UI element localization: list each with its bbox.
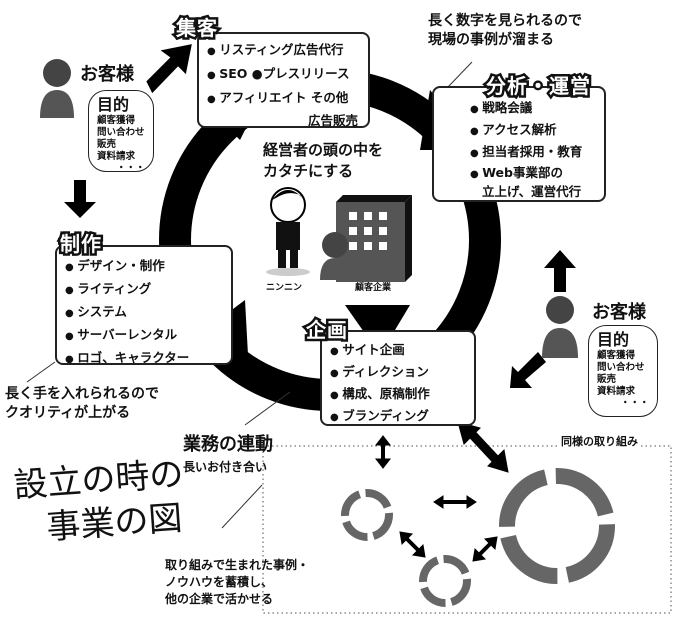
note-line: 他の企業で活かせる (165, 592, 274, 606)
seisaku-title: 制作 (58, 230, 104, 259)
small-cycle-icon (341, 489, 393, 541)
list-item: Web事業部の (470, 164, 604, 184)
leader-line (244, 391, 291, 426)
client-company-building-icon (320, 195, 412, 282)
kikaku-title: 企画 (304, 316, 350, 345)
list-item: ロゴ、キャラクター (65, 347, 231, 370)
seisaku-box: デザイン・制作 ライティング システム サーバーレンタル ロゴ、キャラクター (55, 245, 233, 365)
bunseki-box: 戦略会議 アクセス解析 担当者採用・教育 Web事業部の 立上げ、運営代行 (432, 86, 606, 202)
production-note: 長く手を入れられるので クオリティが上がる (5, 385, 159, 423)
leader-line (26, 361, 56, 383)
note-line: 取り組みで生まれた事例・ (165, 558, 310, 572)
bubble-title: 目的 (97, 95, 130, 114)
bubble-title: 目的 (597, 330, 630, 349)
list-item-continuation: 広告販売 (307, 113, 358, 128)
arrow-customer-to-seisaku (64, 180, 96, 218)
note-line: 長く手を入れられるので (5, 386, 159, 402)
handwritten-caption: 設立の時の 事業の図 (12, 452, 188, 552)
list-item: ライティング (65, 278, 231, 301)
bubble-item: 問い合わせ (97, 127, 145, 138)
list-item: デザイン・制作 (65, 255, 231, 278)
company-label: 顧客企業 (355, 283, 392, 293)
shukyaku-box: リスティング広告代行 SEO ●プレスリリース アフィリエイト その他 広告販売 (197, 32, 370, 128)
note-line: ノウハウを蓄積し、 (165, 575, 274, 589)
bunseki-title: 分析・運営 (484, 72, 593, 101)
center-message-line: 経営者の頭の中を (263, 141, 384, 159)
list-item: SEO ●プレスリリース (207, 63, 368, 87)
similar-efforts-label: 同様の取り組み (558, 433, 641, 449)
list-item: アフィリエイト その他 (207, 87, 368, 111)
bubble-item: 資料請求 (597, 386, 636, 397)
note-line: 長く数字を見られるので (428, 13, 582, 29)
list-item: サイト企画 (330, 340, 474, 362)
character-label: ニンニン (266, 283, 303, 293)
bubble-item: 顧客獲得 (597, 350, 636, 361)
customer-person-icon-right (542, 296, 578, 358)
bubble-item: 問い合わせ (597, 362, 645, 373)
shukyaku-title: 集客 (174, 14, 220, 43)
kikaku-box: サイト企画 ディレクション 構成、原稿制作 ブランディング (320, 330, 476, 426)
leader-line (221, 484, 263, 529)
ninnin-character-icon (266, 187, 310, 276)
arrow-customer-to-kikaku (510, 352, 546, 388)
list-item: 構成、原稿制作 (330, 384, 474, 406)
arrow-customer-to-bunseki (544, 250, 576, 292)
customer-person-icon (40, 59, 74, 118)
bubble-item: 販売 (597, 374, 617, 385)
leader-line (446, 61, 473, 89)
note-line: 現場の事例が溜まる (428, 32, 554, 48)
note-line: クオリティが上がる (5, 405, 131, 421)
purpose-bubble: 目的 顧客獲得 問い合わせ 販売 資料請求 ・・・ (88, 90, 154, 174)
list-item: 戦略会議 (470, 98, 604, 120)
list-item: 担当者採用・教育 (470, 142, 604, 164)
list-item-continuation: 立上げ、運営代行 (482, 184, 582, 199)
arrow-customer-to-shukyaku (146, 44, 192, 94)
center-message: 経営者の頭の中を カタチにする (263, 140, 383, 182)
analysis-note: 長く数字を見られるので 現場の事例が溜まる (428, 12, 582, 50)
purpose-bubble-right: 目的 顧客獲得 問い合わせ 販売 資料請求 ・・・ (588, 325, 658, 417)
bubble-item: 顧客獲得 (97, 115, 136, 126)
list-item: システム (65, 301, 231, 324)
list-item: サーバーレンタル (65, 324, 231, 347)
center-message-line: カタチにする (263, 162, 354, 180)
bubble-item: ・・・ (620, 398, 649, 409)
list-item: ディレクション (330, 362, 474, 384)
bubble-item: 資料請求 (97, 151, 136, 162)
bubble-item: 販売 (97, 139, 117, 150)
list-item: ブランディング (330, 406, 474, 428)
list-item: アクセス解析 (470, 120, 604, 142)
similar-efforts-region (262, 445, 672, 614)
linkage-subtitle: 長いお付き合い (183, 460, 268, 474)
accumulate-note: 取り組みで生まれた事例・ ノウハウを蓄積し、 他の企業で活かせる (165, 557, 309, 608)
linkage-title: 業務の連動 (183, 434, 273, 455)
list-item: リスティング広告代行 (207, 39, 368, 63)
small-cycle-icon (419, 555, 471, 607)
double-arrow-icons (374, 421, 509, 562)
bubble-item: ・・・ (116, 163, 145, 174)
large-cycle-icon (499, 468, 615, 584)
customer-label: お客様 (80, 64, 134, 85)
customer-label-right: お客様 (592, 302, 646, 323)
